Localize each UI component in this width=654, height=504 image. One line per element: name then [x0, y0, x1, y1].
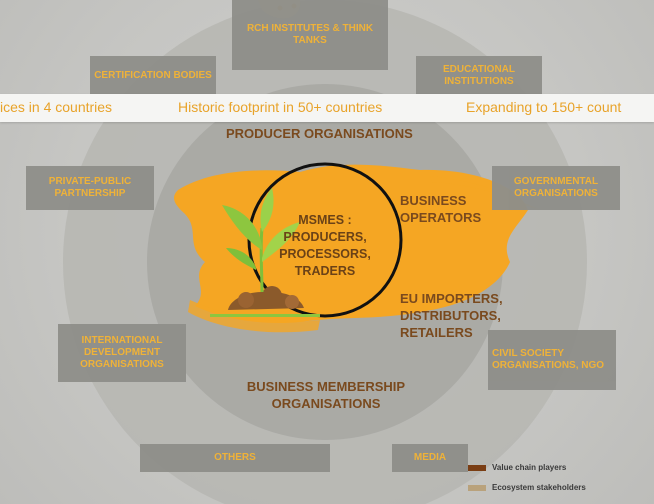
certification-bodies-box: CERTIFICATION BODIES [90, 56, 216, 96]
strip-item-3: Expanding to 150+ count [466, 99, 622, 115]
msmes-center-label: MSMES : PRODUCERS, PROCESSORS, TRADERS [279, 213, 371, 278]
research-institutes-box: RCH INSTITUTES & THINK TANKS [232, 0, 388, 70]
certification-bodies-label: CERTIFICATION BODIES [94, 70, 212, 81]
legend-value-chain-swatch [468, 464, 486, 471]
business-membership-label: BUSINESS MEMBERSHIP ORGANISATIONS [246, 379, 406, 411]
civil-society-label: CIVIL SOCIETY ORGANISATIONS, NGO [492, 348, 605, 371]
footprint-strip: ices in 4 countries Historic footprint i… [0, 94, 654, 122]
private-public-partnership-box: PRIVATE-PUBLIC PARTNERSHIP [26, 166, 154, 210]
media-box: MEDIA [392, 444, 468, 472]
civil-society-box: CIVIL SOCIETY ORGANISATIONS, NGO [488, 330, 616, 390]
educational-institutions-label: EDUCATIONAL INSTITUTIONS [442, 64, 516, 87]
media-label: MEDIA [413, 452, 447, 463]
strip-item-2: Historic footprint in 50+ countries [178, 99, 383, 115]
plant-icon [210, 188, 320, 317]
legend-ecosystem-label: Ecosystem stakeholders [492, 483, 586, 492]
business-operators-label: BUSINESS OPERATORS [400, 193, 482, 225]
others-box: OTHERS [140, 444, 330, 472]
legend-value-chain: Value chain players [468, 463, 566, 472]
governmental-organisations-label: GOVERNMENTAL ORGANISATIONS [513, 176, 599, 199]
international-development-box: INTERNATIONAL DEVELOPMENT ORGANISATIONS [58, 324, 186, 382]
governmental-organisations-box: GOVERNMENTAL ORGANISATIONS [492, 166, 620, 210]
educational-institutions-box: EDUCATIONAL INSTITUTIONS [416, 56, 542, 96]
eu-importers-label: EU IMPORTERS, DISTRIBUTORS, RETAILERS [400, 291, 503, 340]
legend-ecosystem: Ecosystem stakeholders [468, 483, 586, 492]
research-institutes-label: RCH INSTITUTES & THINK TANKS [246, 23, 374, 46]
producer-organisations-label: PRODUCER ORGANISATIONS [226, 126, 413, 141]
international-development-label: INTERNATIONAL DEVELOPMENT ORGANISATIONS [80, 335, 164, 370]
private-public-partnership-label: PRIVATE-PUBLIC PARTNERSHIP [48, 176, 132, 199]
others-label: OTHERS [214, 452, 256, 463]
legend-value-chain-label: Value chain players [492, 463, 567, 472]
legend-ecosystem-swatch [468, 484, 486, 491]
strip-item-1: ices in 4 countries [0, 99, 113, 115]
